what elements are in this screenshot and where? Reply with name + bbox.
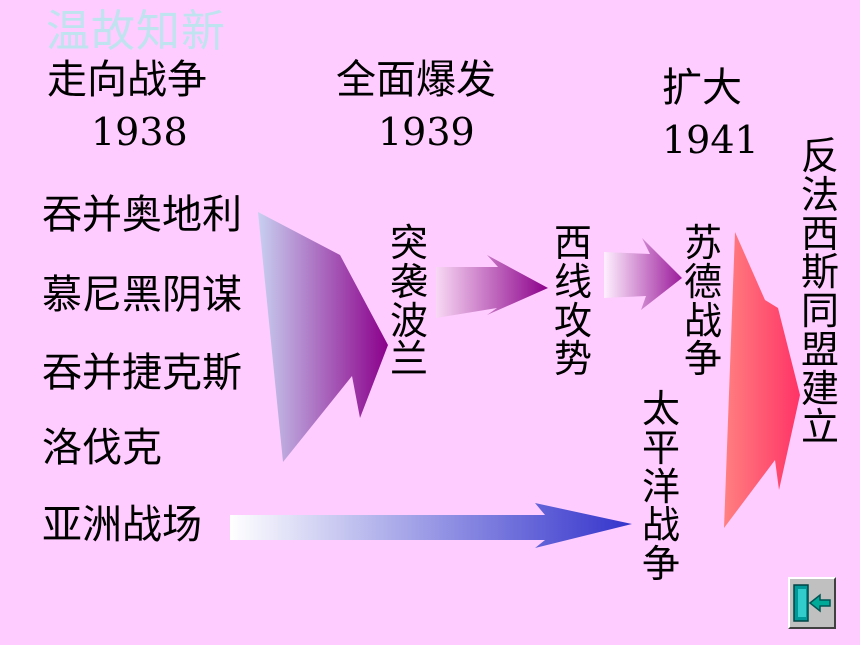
cause-item: 吞并捷克斯: [42, 350, 242, 396]
phase-year-expansion: 1941: [662, 118, 759, 162]
cause-item: 慕尼黑阴谋: [42, 272, 242, 318]
phase-year-outbreak: 1939: [378, 110, 475, 154]
event-alliance: 反法西斯同盟建立: [800, 134, 839, 450]
causes-arrow: [258, 212, 388, 462]
exit-door-icon: [793, 584, 831, 622]
slide-title: 温故知新: [46, 6, 226, 57]
phase-label-expansion: 扩大: [662, 65, 742, 111]
cause-item-asia: 亚洲战场: [42, 502, 202, 548]
cause-item: 洛伐克: [42, 425, 162, 471]
poland-to-west-arrow: [436, 255, 548, 318]
phase-label-prewar: 走向战争: [47, 57, 207, 103]
phase-label-outbreak: 全面爆发: [336, 57, 496, 103]
asia-to-pacific-arrow: [230, 503, 632, 548]
phase-year-prewar: 1938: [91, 110, 188, 154]
event-western-offensive: 西线攻势: [553, 221, 592, 382]
event-soviet-german-war: 苏德战争: [683, 221, 722, 382]
west-to-soviet-arrow: [604, 238, 682, 310]
event-pacific-war: 太平洋战争: [641, 387, 680, 586]
exit-button[interactable]: [788, 577, 836, 629]
to-alliance-arrow: [724, 232, 800, 528]
event-invade-poland: 突袭波兰: [389, 221, 428, 382]
cause-item: 吞并奥地利: [42, 192, 242, 238]
